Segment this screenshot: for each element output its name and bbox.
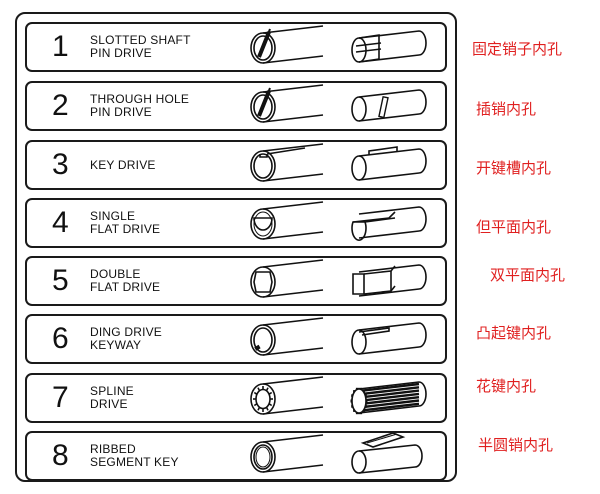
drive-label-line1: SPLINE [90,384,134,398]
bore-end-view-icon [245,316,325,362]
row-number: 6 [52,322,69,355]
chinese-label: 开键槽内孔 [476,160,552,177]
shaft-view-icon [345,375,435,421]
drive-label-line1: RIBBED [90,442,136,456]
drive-label-line2: FLAT DRIVE [90,222,161,236]
drive-types-table [15,12,457,482]
row-number: 7 [52,381,69,414]
row-number: 4 [52,206,69,239]
shaft-view-icon [345,432,435,479]
drive-label-line1: DING DRIVE [90,325,163,339]
drive-label: KEY DRIVE [90,142,156,188]
bore-end-view-icon [245,375,325,421]
bore-end-view-icon [245,24,325,70]
row-number: 3 [52,148,69,181]
shaft-view-icon [345,316,435,362]
bore-end-view-icon [245,433,325,479]
chinese-label: 双平面内孔 [490,267,566,284]
shaft-view-icon [345,83,435,129]
drive-label-line1: SLOTTED SHAFT [90,33,191,47]
drive-label-line2: KEYWAY [90,338,142,352]
row-number: 8 [52,439,69,472]
shaft-view-icon [345,258,435,304]
drive-label-line2: FLAT DRIVE [90,280,161,294]
drive-label-line2: SEGMENT KEY [90,455,179,469]
drive-label-line2: DRIVE [90,397,128,411]
shaft-view-icon [345,142,435,188]
bore-end-view-icon [245,142,325,188]
bore-end-view-icon [245,200,325,246]
row-number: 2 [52,89,69,122]
drive-label-line1: THROUGH HOLE [90,92,190,106]
drive-label-line2: PIN DRIVE [90,46,152,60]
drive-label-line1: SINGLE [90,209,136,223]
chinese-label: 固定销子内孔 [472,41,563,58]
chinese-label: 半圆销内孔 [478,437,554,454]
shaft-view-icon [345,200,435,246]
chinese-label: 但平面内孔 [476,219,552,236]
drive-label-line2: PIN DRIVE [90,105,152,119]
chinese-label: 插销内孔 [476,101,537,118]
bore-end-view-icon [245,83,325,129]
bore-end-view-icon [245,258,325,304]
chinese-label: 凸起键内孔 [476,325,552,342]
row-number: 1 [52,30,69,63]
drive-label-line1: DOUBLE [90,267,141,281]
shaft-view-icon [345,24,435,70]
row-number: 5 [52,264,69,297]
drive-row-3: 3 KEY DRIVE [25,140,447,190]
drive-label-line1: KEY DRIVE [90,157,156,172]
chinese-label: 花键内孔 [476,378,537,395]
